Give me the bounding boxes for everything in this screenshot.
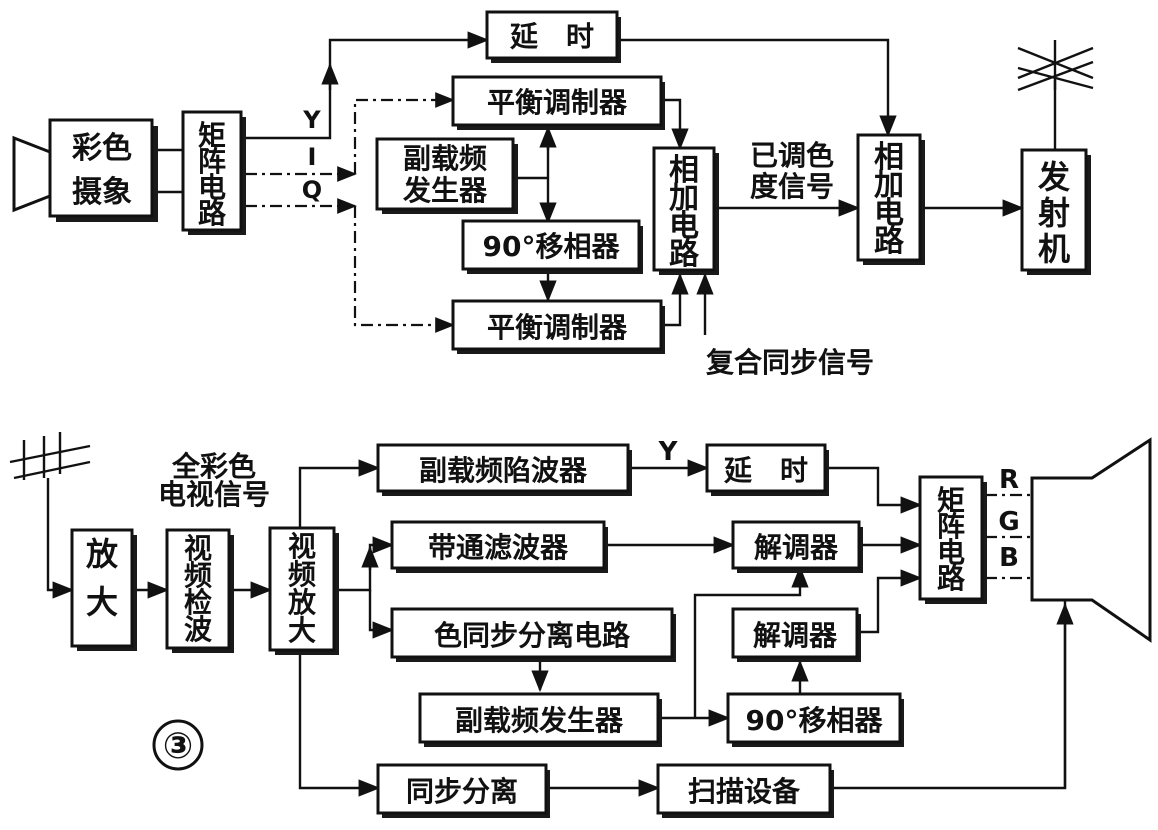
rx-matrix-label: 矩阵电路 bbox=[937, 484, 966, 595]
rx-notch-box bbox=[376, 443, 632, 496]
rx-bandpass-label: 带通滤波器 bbox=[428, 531, 569, 564]
rx-detect-box bbox=[165, 528, 234, 653]
tx-balmod1-label: 平衡调制器 bbox=[487, 86, 628, 119]
rx-delay-label: 延 时 bbox=[723, 454, 808, 487]
rx-colorsync-box bbox=[390, 607, 676, 662]
tx-i-label: I bbox=[308, 143, 317, 171]
rx-phase-label: 90°移相器 bbox=[746, 704, 884, 737]
rx-subcarrier-label: 副载频发生器 bbox=[455, 704, 624, 737]
camera-box bbox=[48, 118, 158, 222]
rx-notch-label: 副载频陷波器 bbox=[419, 454, 588, 487]
tx-delay-label: 延 时 bbox=[509, 20, 594, 53]
rx-y-label: Y bbox=[658, 437, 679, 467]
receiver-section bbox=[9, 432, 1152, 818]
tx-phase-label: 90°移相器 bbox=[483, 230, 621, 263]
rx-videoamp-box bbox=[268, 526, 339, 655]
antenna-icon bbox=[1017, 40, 1094, 92]
tx-delay-box bbox=[485, 10, 621, 63]
tx-phase-box bbox=[461, 219, 643, 274]
rx-delay-box bbox=[705, 443, 829, 496]
rx-subcarrier-box bbox=[418, 692, 662, 747]
tx-transmitter-label: 发射机 bbox=[1037, 158, 1070, 268]
rx-demod2-box bbox=[731, 607, 861, 662]
transmitter-section bbox=[12, 10, 1094, 354]
tx-y-label: Y bbox=[302, 106, 321, 134]
rx-bandpass-box bbox=[390, 520, 608, 573]
rx-g-label: G bbox=[998, 507, 1019, 537]
tx-adder2-box bbox=[856, 133, 925, 265]
wire-y bbox=[245, 31, 490, 140]
tx-matrix-label: 矩阵电路 bbox=[198, 119, 227, 230]
rx-r-label: R bbox=[999, 465, 1019, 495]
tx-composite-sync-label: 复合同步信号 bbox=[706, 346, 874, 379]
tx-chroma-label: 已调色度信号 bbox=[750, 139, 834, 203]
rx-detect-label: 视频检波 bbox=[184, 532, 213, 646]
tx-matrix-box bbox=[181, 110, 246, 235]
tx-adder1-box bbox=[652, 146, 719, 275]
tx-subcarrier-label: 副载频发生器 bbox=[402, 142, 488, 207]
rx-syncsep-box bbox=[376, 763, 550, 818]
tx-balmod2-label: 平衡调制器 bbox=[487, 311, 628, 344]
camera-lens-icon bbox=[12, 135, 52, 213]
tx-transmitter-box bbox=[1020, 148, 1091, 275]
tx-balmod1-box bbox=[451, 75, 665, 130]
picture-tube-icon bbox=[1030, 437, 1152, 643]
rx-fullcolor-label: 全彩色电视信号 bbox=[158, 450, 270, 511]
tx-adder2-label: 相加电路 bbox=[874, 140, 905, 259]
rx-colorsync-label: 色同步分离电路 bbox=[434, 619, 631, 652]
tx-adder1-label: 相加电路 bbox=[669, 153, 700, 272]
rx-scan-label: 扫描设备 bbox=[688, 775, 801, 808]
tx-camera-label: 彩色摄象 bbox=[72, 131, 132, 210]
tx-q-label: Q bbox=[302, 176, 322, 204]
rx-demod2-label: 解调器 bbox=[753, 619, 838, 652]
rx-amp-label: 放大 bbox=[86, 535, 119, 621]
rx-b-label: B bbox=[999, 543, 1019, 573]
rx-amp-box bbox=[70, 528, 137, 651]
rx-phase-box bbox=[726, 692, 904, 747]
rx-syncsep-label: 同步分离 bbox=[406, 775, 518, 808]
tx-balmod2-box bbox=[451, 299, 665, 354]
rx-scan-box bbox=[656, 763, 834, 818]
tx-subcarrier-box bbox=[375, 137, 518, 214]
rx-videoamp-label: 视频放大 bbox=[287, 530, 317, 647]
rx-demod1-box bbox=[731, 520, 863, 573]
figure-number-label: ③ bbox=[163, 726, 193, 767]
rx-demod1-label: 解调器 bbox=[754, 531, 839, 564]
figure-number-circle bbox=[152, 719, 204, 771]
rx-antenna-icon bbox=[9, 432, 91, 599]
rx-matrix-box bbox=[918, 475, 987, 604]
